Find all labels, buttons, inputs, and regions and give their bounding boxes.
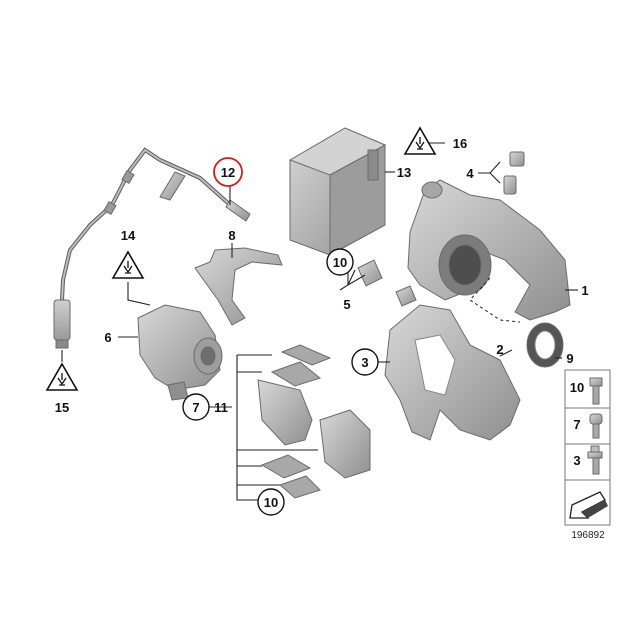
anti-rattle-springs[interactable] [260,344,332,499]
label-7[interactable]: 7 [192,400,199,415]
brake-pad-set[interactable] [257,379,371,479]
label-9[interactable]: 9 [566,351,573,366]
label-6[interactable]: 6 [104,330,111,345]
legend-label-3: 3 [573,453,580,468]
callout-circle [182,393,210,421]
callout-circle [326,248,354,276]
label-13[interactable]: 13 [397,165,411,180]
warning-triangle-icon [45,362,79,391]
label-1[interactable]: 1 [581,283,588,298]
hex-bolt-icon [589,377,603,405]
label-8[interactable]: 8 [228,228,235,243]
leader-lines [61,142,578,501]
bracket[interactable] [194,247,283,326]
label-12[interactable]: 12 [221,165,235,180]
actuator-motor[interactable] [137,304,223,401]
direction-arrow-icon [569,491,608,519]
bleeder-valve[interactable] [503,151,525,195]
label-4[interactable]: 4 [466,166,474,181]
label-10[interactable]: 10 [333,255,347,270]
label-11[interactable]: 11 [214,400,228,415]
warning-triangle-icon [111,250,145,279]
label-14[interactable]: 14 [121,228,136,243]
label-10-springs[interactable]: 10 [264,495,278,510]
label-2[interactable]: 2 [496,342,503,357]
label-3[interactable]: 3 [361,355,368,370]
warning-triangle-icon [403,126,437,155]
wear-sensor-cable[interactable] [53,147,251,349]
legend-label-10: 10 [570,380,584,395]
label-5[interactable]: 5 [343,297,350,312]
legend-label-7: 7 [573,417,580,432]
guide-bolt-boot[interactable] [357,259,417,307]
callout-circle [351,348,379,376]
caliper-carrier[interactable] [384,304,521,441]
fastener-legend: 10 7 3 [564,369,611,526]
socket-head-bolt-icon [589,413,603,439]
callout-circle [257,488,285,516]
control-unit[interactable] [288,127,387,256]
piston-seal[interactable] [526,322,564,368]
label-16[interactable]: 16 [453,136,467,151]
label-15[interactable]: 15 [55,400,69,415]
flange-bolt-icon [587,445,603,475]
caliper-housing[interactable] [407,179,571,321]
reference-number: 196892 [571,530,605,541]
highlight-circle [213,157,243,187]
